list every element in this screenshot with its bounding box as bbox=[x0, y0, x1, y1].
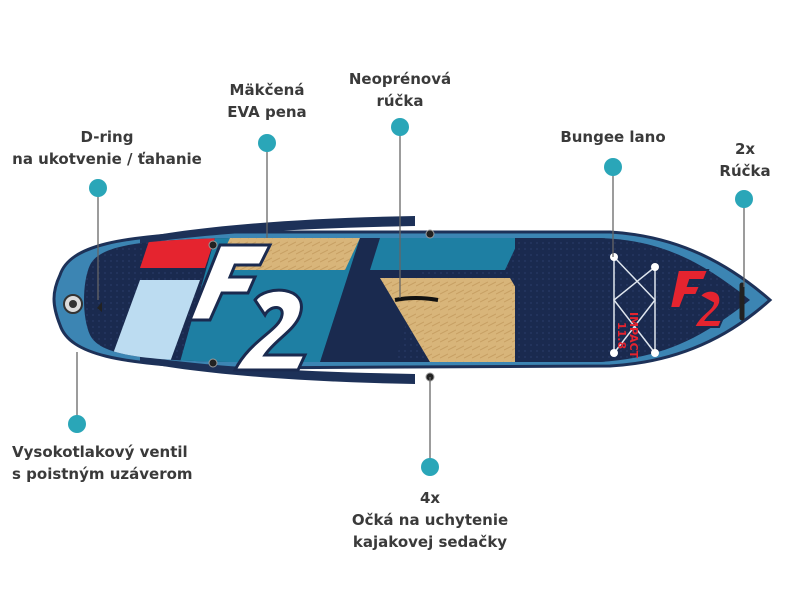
label-valve: Vysokotlakový ventil s poistným uzáverom bbox=[12, 443, 193, 483]
label-neoprene-handle: Neoprénová rúčka bbox=[348, 70, 452, 110]
eyelet-icon bbox=[208, 240, 218, 250]
model-name-line1: IMPACT bbox=[627, 312, 640, 359]
callout-dots bbox=[68, 118, 753, 476]
eyelet-icon bbox=[425, 229, 435, 239]
bungee-anchors bbox=[610, 253, 659, 357]
deck-red-panel bbox=[140, 238, 215, 268]
label-d-ring: D-ring na ukotvenie / ťahanie bbox=[12, 128, 202, 168]
neoprene-handle bbox=[394, 296, 439, 302]
callout-dot-eva bbox=[258, 134, 276, 152]
label-kayak-eyelets: 4x Očká na uchytenie kajakovej sedačky bbox=[351, 489, 509, 551]
rail-stripe-top bbox=[140, 216, 415, 244]
deck-logo-graphic bbox=[187, 243, 308, 372]
bungee-cord bbox=[612, 256, 656, 354]
callout-dot-bungee bbox=[604, 158, 622, 176]
callout-dot-d-ring bbox=[89, 179, 107, 197]
nose-logo-icon bbox=[668, 269, 724, 328]
callout-dot-valve bbox=[68, 415, 86, 433]
callout-dot-neoprene bbox=[391, 118, 409, 136]
callout-dot-eyelets bbox=[421, 458, 439, 476]
deck-teal-rear bbox=[370, 238, 520, 270]
label-handles: 2x Rúčka bbox=[719, 140, 771, 180]
leader-lines bbox=[76, 127, 745, 467]
deck-tail-grip bbox=[515, 238, 605, 362]
model-name-line2: 11.8 bbox=[615, 322, 628, 349]
label-bungee: Bungee lano bbox=[560, 128, 666, 146]
d-ring-icon bbox=[97, 302, 102, 312]
eyelet-icon bbox=[208, 358, 218, 368]
callout-dot-handles bbox=[735, 190, 753, 208]
label-eva-pad: Mäkčená EVA pena bbox=[227, 81, 307, 121]
deck-light-blue-panel bbox=[110, 280, 200, 362]
